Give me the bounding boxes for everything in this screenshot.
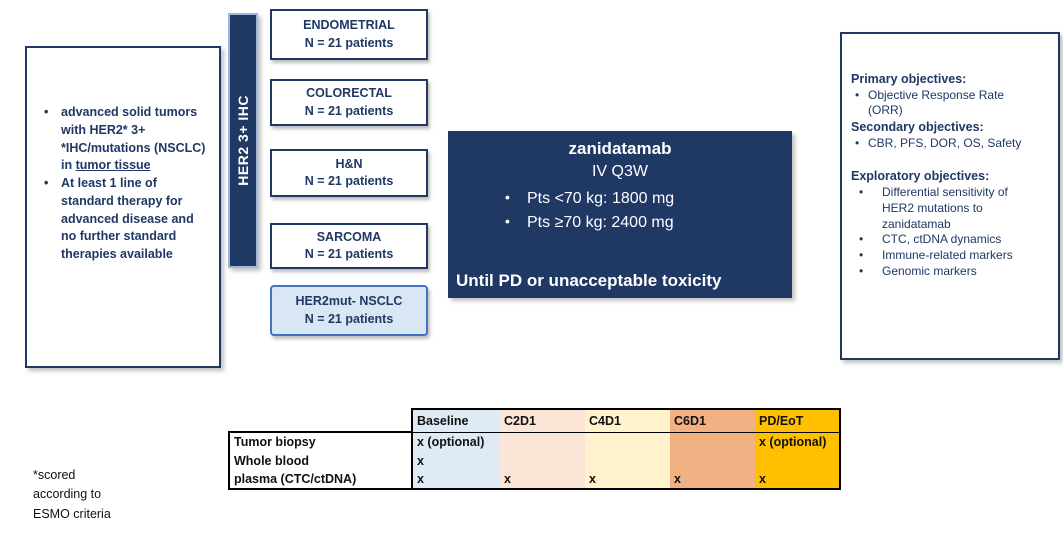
cell-whole-blood-c4d1 xyxy=(585,451,670,470)
cell-whole-blood-baseline: x xyxy=(411,451,500,470)
cell-tumor-biopsy-pdeot: x (optional) xyxy=(755,432,841,451)
eligibility-item-her2: advanced solid tumors with HER2* 3+ *IHC… xyxy=(37,104,211,175)
cell-whole-blood-pdeot xyxy=(755,451,841,470)
cohort-name: H&N xyxy=(335,156,363,171)
cohort-box-hn: H&N N = 21 patients xyxy=(270,149,428,197)
eligibility-item-prior-therapy: At least 1 line of standard therapy for … xyxy=(37,175,211,264)
row-label-whole-blood: Whole blood xyxy=(228,451,412,470)
dosing-schedule: IV Q3W xyxy=(591,162,648,180)
column-header-pdeot: PD/EoT xyxy=(755,408,841,433)
cell-plasma-c6d1: x xyxy=(670,470,755,490)
cohort-box-colorectal: COLORECTAL N = 21 patients xyxy=(270,79,428,126)
treatment-duration: Until PD or unacceptable toxicity xyxy=(456,271,722,290)
objectives-box: Primary objectives: Objective Response R… xyxy=(840,32,1060,360)
cohort-n: N = 21 patients xyxy=(304,103,394,118)
column-header-c2d1: C2D1 xyxy=(500,408,585,433)
objective-item-orr: Objective Response Rate (ORR) xyxy=(851,88,1052,120)
dose-list: Pts <70 kg: 1800 mg Pts ≥70 kg: 2400 mg xyxy=(495,187,745,235)
dose-item-under-70kg: Pts <70 kg: 1800 mg xyxy=(495,187,745,211)
cohort-n: N = 21 patients xyxy=(304,311,394,326)
cell-plasma-pdeot: x xyxy=(755,470,841,490)
eligibility-list: advanced solid tumors with HER2* 3+ *IHC… xyxy=(37,104,211,264)
cell-tumor-biopsy-baseline: x (optional) xyxy=(411,432,500,451)
cohort-n: N = 21 patients xyxy=(304,247,394,261)
dose-item-over-70kg: Pts ≥70 kg: 2400 mg xyxy=(495,211,745,235)
table-row-plasma: plasma (CTC/ctDNA) x x x x x xyxy=(228,470,841,490)
treatment-box: zanidatamab IV Q3W Pts <70 kg: 1800 mg P… xyxy=(448,131,792,298)
cell-tumor-biopsy-c2d1 xyxy=(500,432,585,451)
table-header-row: Baseline C2D1 C4D1 C6D1 PD/EoT xyxy=(229,408,841,433)
objective-item-ctc-ctdna: CTC, ctDNA dynamics xyxy=(851,232,1052,248)
primary-objectives-list: Objective Response Rate (ORR) xyxy=(851,88,1052,120)
cohort-box-endometrial: ENDOMETRIAL N = 21 patients xyxy=(270,9,428,60)
cell-plasma-baseline: x xyxy=(411,470,500,490)
exploratory-objectives-heading: Exploratory objectives: xyxy=(851,169,990,184)
cohort-n: N = 21 patients xyxy=(304,35,394,50)
column-header-c6d1: C6D1 xyxy=(670,408,755,433)
objective-item-secondary: CBR, PFS, DOR, OS, Safety xyxy=(851,136,1052,152)
table-row-whole-blood: Whole blood x xyxy=(228,451,841,470)
exploratory-objectives-list: Differential sensitivity of HER2 mutatio… xyxy=(851,185,1052,280)
cohort-name: ENDOMETRIAL xyxy=(303,18,395,32)
cohort-name: HER2mut- NSCLC xyxy=(295,294,403,308)
primary-objectives-heading: Primary objectives: xyxy=(851,72,967,86)
cohort-name: SARCOMA xyxy=(316,229,382,244)
table-corner-cell xyxy=(229,409,412,432)
row-label-tumor-biopsy: Tumor biopsy xyxy=(228,431,412,451)
her2-ihc-vertical-bar: HER2 3+ IHC xyxy=(228,13,258,268)
cell-tumor-biopsy-c6d1 xyxy=(670,432,755,451)
objectives-spacer xyxy=(851,151,1052,168)
table-row-tumor-biopsy: Tumor biopsy x (optional) x (optional) xyxy=(228,431,841,451)
cohort-box-her2mut-nsclc: HER2mut- NSCLC N = 21 patients xyxy=(270,285,428,336)
objective-item-differential-sensitivity: Differential sensitivity of HER2 mutatio… xyxy=(851,185,1052,232)
secondary-objectives-heading: Secondary objectives: xyxy=(851,120,984,135)
cell-plasma-c2d1: x xyxy=(500,470,585,490)
cell-tumor-biopsy-c4d1 xyxy=(585,432,670,451)
sampling-schedule-table: Baseline C2D1 C4D1 C6D1 PD/EoT Tumor bio… xyxy=(228,408,841,490)
cell-plasma-c4d1: x xyxy=(585,470,670,490)
cell-whole-blood-c6d1 xyxy=(670,451,755,470)
scoring-footnote: *scored according to ESMO criteria xyxy=(33,468,111,521)
objective-item-genomic-markers: Genomic markers xyxy=(851,264,1052,280)
row-label-plasma: plasma (CTC/ctDNA) xyxy=(228,470,412,490)
drug-name: zanidatamab xyxy=(568,139,672,158)
objective-item-immune-markers: Immune-related markers xyxy=(851,248,1052,264)
eligibility-criteria-box: advanced solid tumors with HER2* 3+ *IHC… xyxy=(25,46,221,368)
secondary-objectives-list: CBR, PFS, DOR, OS, Safety xyxy=(851,136,1052,152)
cohort-box-sarcoma: SARCOMA N = 21 patients xyxy=(270,223,428,269)
cell-whole-blood-c2d1 xyxy=(500,451,585,470)
eligibility-item-text: advanced solid tumors with HER2* 3+ *IHC… xyxy=(61,105,206,173)
eligibility-item-underlined-text: tumor tissue xyxy=(75,158,151,173)
her2-ihc-bar-label: HER2 3+ IHC xyxy=(235,95,251,186)
cohort-n: N = 21 patients xyxy=(304,174,394,188)
cohort-name: COLORECTAL xyxy=(306,86,392,100)
column-header-baseline: Baseline xyxy=(411,408,500,433)
column-header-c4d1: C4D1 xyxy=(585,408,670,433)
